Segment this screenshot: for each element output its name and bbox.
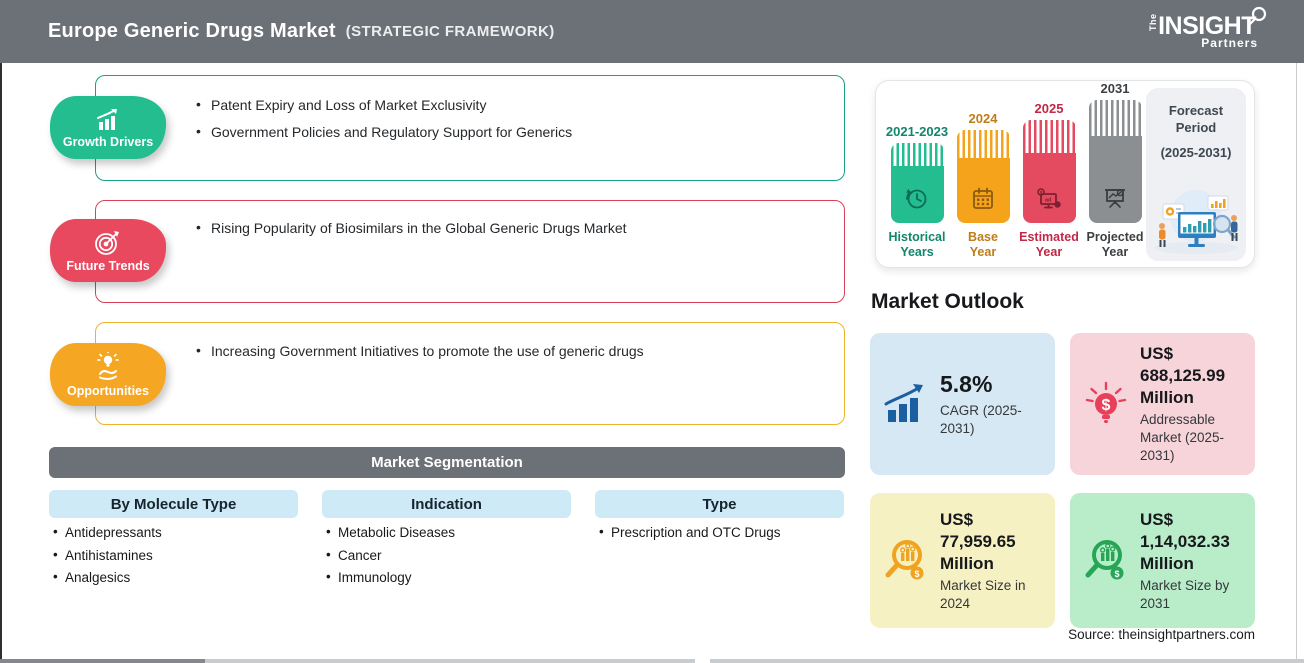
cagr-desc: CAGR (2025-2031) (940, 403, 1022, 436)
logo-the-text: The (1148, 13, 1159, 31)
badge-label: Growth Drivers (62, 134, 154, 149)
growth-bars-arrow-icon (884, 384, 923, 422)
bar-body (890, 166, 944, 223)
market-segmentation-header: Market Segmentation (49, 447, 845, 478)
growth-drivers-box: Patent Expiry and Loss of Market Exclusi… (95, 75, 845, 181)
market-segmentation-title: Market Segmentation (371, 454, 523, 471)
left-frame-border (0, 63, 2, 663)
computer-gear-icon: ad (1037, 188, 1061, 209)
svg-text:$: $ (1114, 569, 1119, 579)
bottom-strip-light (205, 659, 695, 663)
bar-stripes (890, 143, 944, 166)
market-size-2031-value: US$ 1,14,032.33 Million (1140, 509, 1230, 573)
list-item: Antidepressants (53, 524, 313, 540)
badge-label: Future Trends (66, 258, 150, 273)
market-size-2031-card: $ US$ 1,14,032.33 Million Market Size by… (1070, 493, 1255, 628)
addressable-market-desc: Addressable Market (2025-2031) (1140, 412, 1225, 464)
growth-driver-item: Government Policies and Regulatory Suppo… (196, 123, 824, 140)
base-year-bar: 2024 Base Year (955, 111, 1011, 260)
bulb-dollar-icon: $ (1085, 381, 1127, 423)
opportunities-badge: Opportunities (50, 343, 166, 406)
magnifier-lens-icon (1248, 6, 1267, 25)
page-title: Europe Generic Drugs Market (48, 20, 336, 42)
market-outlook-title: Market Outlook (871, 290, 1024, 313)
timeline-bars: 2021-2023 Historical Years 2024 (885, 81, 1144, 260)
growth-drivers-badge: Growth Drivers (50, 96, 166, 159)
bar-year-label: 2025 (1034, 101, 1064, 116)
history-clock-icon (906, 188, 927, 209)
cagr-value: 5.8% (940, 371, 993, 398)
market-size-2024-card: $ US$ 77,959.65 Million Market Size in 2… (870, 493, 1055, 628)
market-size-2031-desc: Market Size by 2031 (1140, 577, 1230, 611)
future-trends-box: Rising Popularity of Biosimilars in the … (95, 200, 845, 303)
header-bar: Europe Generic Drugs Market (STRATEGIC F… (0, 0, 1304, 63)
addressable-market-value: US$ 688,125.99 Million (1140, 344, 1226, 408)
opportunity-item: Increasing Government Initiatives to pro… (196, 342, 824, 359)
chip-label: By Molecule Type (110, 495, 237, 513)
bar-name-label: Base Year (968, 230, 998, 259)
type-list: Prescription and OTC Drugs (599, 524, 859, 548)
svg-text:ad: ad (1045, 198, 1051, 204)
bar-stripes (1088, 100, 1142, 136)
bar-name-label: Projected Year (1086, 230, 1144, 259)
logo-partners-text: Partners (1201, 35, 1258, 50)
cagr-card: 5.8% CAGR (2025-2031) (870, 333, 1055, 475)
addressable-market-card: $ US$ 688,125.99 Million Addressable Mar… (1070, 333, 1255, 475)
svg-text:$: $ (914, 569, 919, 579)
logo-insight-text: INSIGHT (1158, 11, 1256, 40)
opportunities-box: Increasing Government Initiatives to pro… (95, 322, 845, 425)
right-frame-border (1295, 63, 1297, 659)
molecule-type-list: Antidepressants Antihistamines Analgesic… (53, 524, 313, 593)
forecast-period-range: (2025-2031) (1160, 144, 1232, 160)
bottom-strip-light-right (710, 659, 1304, 663)
list-item: Analgesics (53, 569, 313, 585)
market-size-2024-value: US$ 77,959.65 Million (940, 509, 1016, 573)
magnifier-chart-icon: $ (1085, 539, 1124, 579)
segmentation-column-header-indication: Indication (322, 490, 571, 518)
forecast-period-label: Forecast Period (1168, 103, 1224, 135)
research-timeline-panel: 2021-2023 Historical Years 2024 (875, 80, 1255, 268)
bar-body (956, 158, 1010, 223)
growth-driver-item: Patent Expiry and Loss of Market Exclusi… (196, 96, 824, 113)
future-trends-badge: Future Trends (50, 219, 166, 282)
bar-year-label: 2021-2023 (885, 124, 949, 139)
list-item: Prescription and OTC Drugs (599, 524, 859, 540)
target-dart-icon (95, 230, 119, 255)
bar-year-label: 2031 (1100, 81, 1130, 96)
historical-years-bar: 2021-2023 Historical Years (885, 124, 949, 260)
magnifier-chart-icon: $ (885, 539, 924, 579)
indication-list: Metabolic Diseases Cancer Immunology (326, 524, 586, 593)
bar-stripes (956, 130, 1010, 158)
analysts-illustration (1154, 190, 1238, 254)
list-item: Metabolic Diseases (326, 524, 586, 540)
forecast-period-panel: Forecast Period (2025-2031) (1146, 88, 1246, 261)
growth-chart-icon (97, 108, 117, 130)
segmentation-column-header-type: Type (595, 490, 844, 518)
chip-label: Indication (411, 495, 482, 513)
calendar-icon (973, 187, 993, 209)
segmentation-column-header-molecule-type: By Molecule Type (49, 490, 298, 518)
source-link[interactable]: Source: theinsightpartners.com (1068, 627, 1255, 642)
list-item: Cancer (326, 547, 586, 563)
bar-year-label: 2024 (968, 111, 998, 126)
svg-text:$: $ (1102, 397, 1111, 414)
market-size-2024-desc: Market Size in 2024 (940, 577, 1026, 611)
future-trend-item: Rising Popularity of Biosimilars in the … (196, 219, 824, 236)
list-item: Antihistamines (53, 547, 313, 563)
idea-hand-icon (97, 351, 120, 380)
bar-name-label: Estimated Year (1019, 230, 1079, 259)
bar-body: ad (1022, 153, 1076, 223)
bar-stripes (1022, 120, 1076, 153)
bar-body (1088, 136, 1142, 223)
list-item: Immunology (326, 569, 586, 585)
page-subtitle: (STRATEGIC FRAMEWORK) (345, 23, 555, 40)
bottom-strip-dark (0, 659, 205, 663)
bar-name-label: Historical Years (888, 230, 946, 259)
projected-year-bar: 2031 Projected Year (1086, 81, 1144, 260)
badge-label: Opportunities (67, 383, 149, 398)
insight-partners-logo: The INSIGHT Partners (1148, 6, 1267, 50)
projection-screen-icon (1105, 189, 1125, 208)
chip-label: Type (702, 495, 737, 513)
estimated-year-bar: 2025 ad Estimated Year (1019, 101, 1079, 260)
